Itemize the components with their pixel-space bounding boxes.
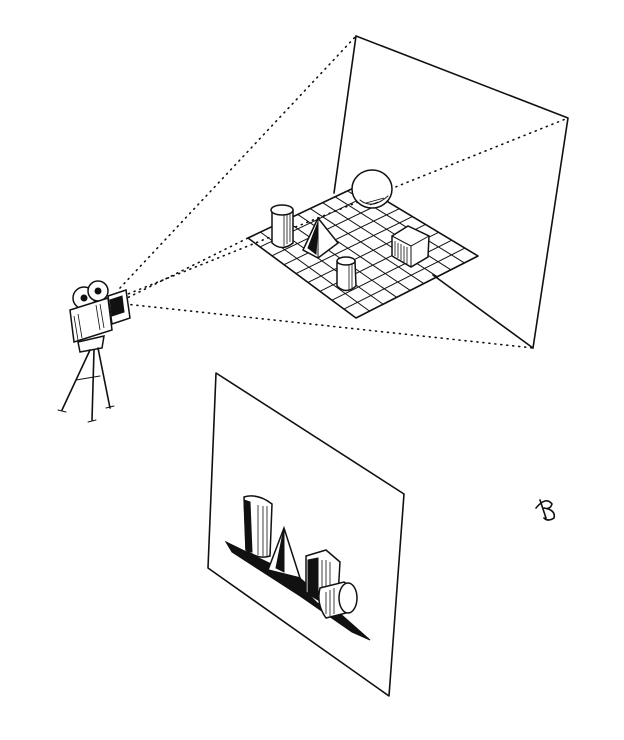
cube-object (391, 225, 430, 268)
signature-text: B (0, 0, 1, 1)
camera-sight-lines (119, 35, 569, 349)
rendered-scene (224, 495, 371, 641)
film-camera (57, 280, 131, 423)
grid-line (322, 202, 438, 278)
projection-plane (333, 35, 569, 349)
pyramid-object (302, 216, 340, 259)
grid-line (343, 247, 466, 310)
rendered-image-frame (207, 372, 405, 697)
small-cylinder-object (336, 256, 357, 292)
grid-line (331, 239, 453, 301)
sphere-object (351, 169, 393, 209)
cylinder-object (270, 204, 294, 249)
grid-line (295, 216, 413, 275)
grid-line (309, 208, 425, 285)
grid-line (334, 196, 452, 271)
artist-signature: B (0, 0, 556, 521)
grid-line (283, 208, 400, 266)
grid-line (271, 200, 387, 257)
